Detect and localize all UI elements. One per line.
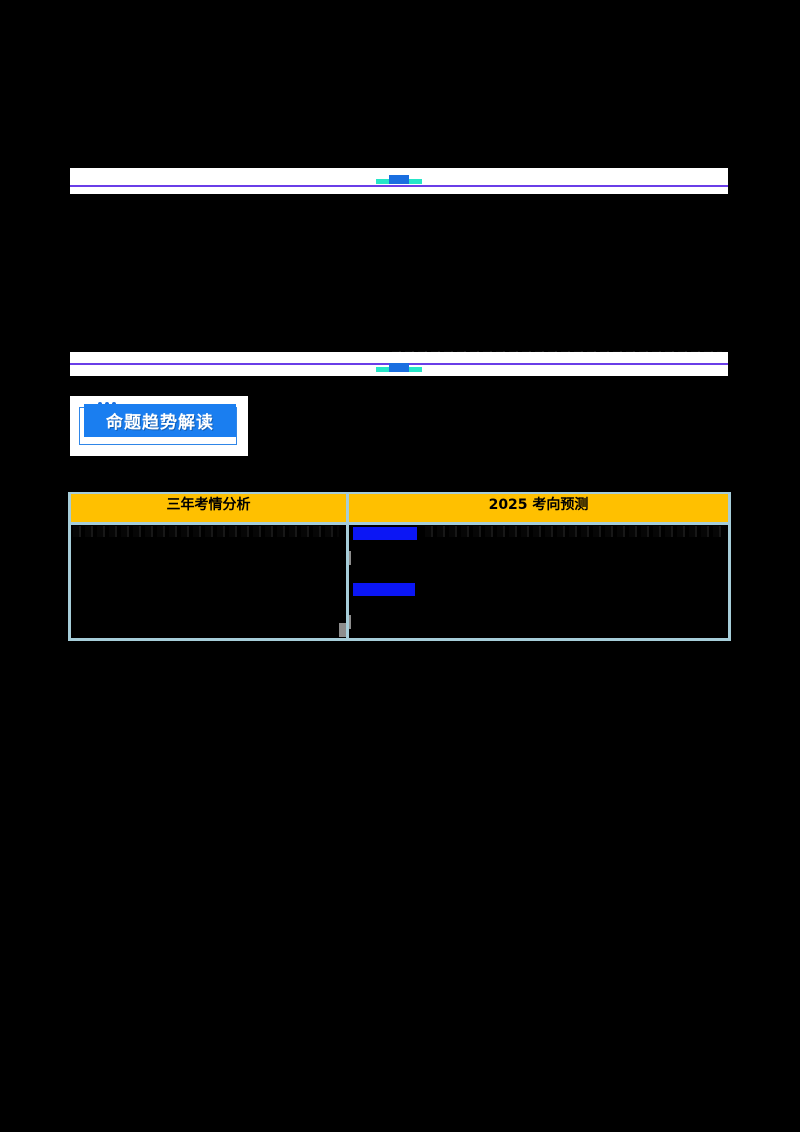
section-divider-top xyxy=(70,168,728,194)
section-divider-second xyxy=(70,352,728,376)
redacted-highlight-block xyxy=(353,583,415,596)
redacted-line xyxy=(73,526,339,537)
redacted-content-left xyxy=(71,525,346,638)
table-header-row: 三年考情分析 2025 考向预测 xyxy=(68,492,731,525)
redacted-line xyxy=(425,526,721,537)
section-badge: 命题趋势解读 xyxy=(70,396,248,456)
table-row xyxy=(68,522,731,641)
redacted-marker xyxy=(349,615,351,629)
badge-fill: 命题趋势解读 xyxy=(84,404,236,437)
table-header-three-year-analysis: 三年考情分析 xyxy=(68,492,349,525)
table-cell-three-year-analysis xyxy=(68,522,349,641)
divider-ornament-icon xyxy=(376,175,422,184)
divider-ornament-icon xyxy=(376,363,422,372)
table-cell-prediction-2025 xyxy=(346,522,731,641)
redacted-marker xyxy=(349,551,351,565)
redacted-content-right xyxy=(349,525,728,638)
redacted-highlight-block xyxy=(353,527,417,540)
divider-rule xyxy=(70,185,728,187)
exam-trend-table: 三年考情分析 2025 考向预测 xyxy=(68,492,731,641)
redacted-marker xyxy=(339,623,346,637)
table-header-prediction-2025: 2025 考向预测 xyxy=(346,492,731,525)
badge-label: 命题趋势解读 xyxy=(106,413,214,433)
